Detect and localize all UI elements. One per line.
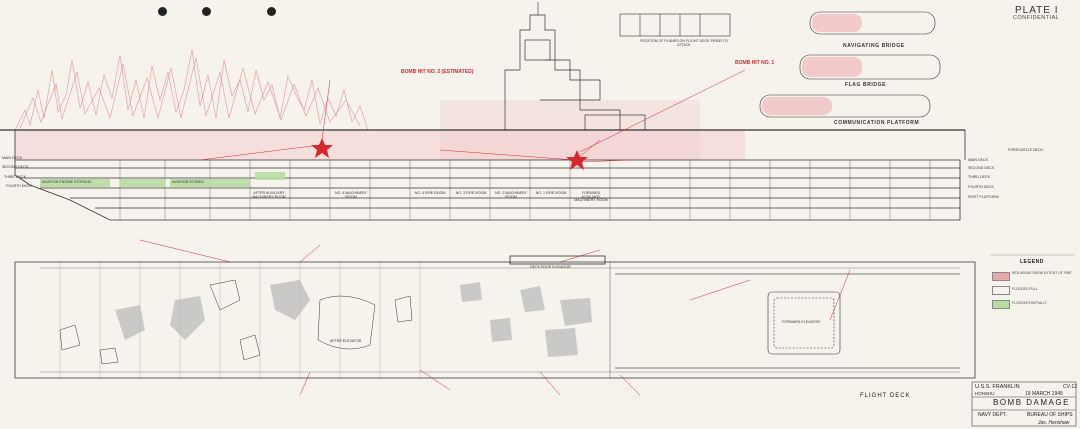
island-superstructure xyxy=(504,14,646,131)
compartment-label: NO. 4 MACHINERY ROOM xyxy=(335,191,367,199)
signature: Jas. Henshaw xyxy=(1038,420,1070,426)
title-block-frame xyxy=(971,381,1077,427)
drawing-title: BOMB DAMAGE xyxy=(993,398,1070,407)
binder-hole xyxy=(202,7,211,16)
deck-label-left: THIRD DECK xyxy=(4,175,26,179)
deck-label-left: MAIN DECK xyxy=(2,156,22,160)
navy-dept: NAVY DEPT. xyxy=(978,412,1007,418)
bureau-of-ships: BUREAU OF SHIPS xyxy=(1027,412,1073,418)
legend-label: FLOODED PARTIALLY xyxy=(1012,301,1048,305)
after-elevator-label: AFTER ELEVATOR xyxy=(330,339,362,343)
deck-edge-elevator-label: DECK EDGE ELEVATOR xyxy=(530,265,571,269)
ship-name: U.S.S. FRANKLIN xyxy=(975,384,1020,390)
compartment-label: FORWARD AUXILIARY MACHINERY ROOM xyxy=(574,191,608,203)
flag-bridge-label: FLAG BRIDGE xyxy=(845,82,887,88)
communication-platform-label: COMMUNICATION PLATFORM xyxy=(834,120,920,126)
bulkheads xyxy=(119,160,931,220)
bomb-hit-1-label: BOMB HIT NO. 1 xyxy=(735,60,775,66)
catapult-tracks xyxy=(615,273,960,369)
deck-seams xyxy=(59,262,421,378)
deck-label-left: SECOND DECK xyxy=(2,165,29,169)
hull-profile xyxy=(0,129,966,221)
fire-extent xyxy=(15,130,745,160)
legend-title: LEGEND xyxy=(1020,259,1044,265)
legend-label: RED AREAS SHOW EXTENT OF FIRE xyxy=(1012,271,1072,275)
deck-label-right: SECOND DECK xyxy=(968,166,995,170)
flight-deck-position-label: POSITION OF PLANES ON FLIGHT DECK PRIOR … xyxy=(640,39,728,47)
binder-holes xyxy=(150,7,280,19)
bomb-hit-2-marker xyxy=(311,138,333,158)
legend-swatch-fire xyxy=(992,272,1010,281)
legend-swatch-flooded-full xyxy=(992,286,1010,295)
binder-hole xyxy=(158,7,167,16)
flight-deck-label: FLIGHT DECK xyxy=(860,393,911,399)
flooded-partially-areas xyxy=(40,172,285,187)
forward-elevator-outline xyxy=(767,291,841,355)
date: 19 MARCH 1945 xyxy=(1025,391,1063,397)
legend-label: FLOODED FULL xyxy=(1012,287,1038,291)
flight-deck-plan xyxy=(14,255,976,379)
deck-label-right: FOURTH DECK xyxy=(968,185,994,189)
location: HONSHU xyxy=(975,391,995,396)
deck-label-right: MAIN DECK xyxy=(968,158,988,162)
plate-title: PLATE I xyxy=(1015,5,1059,16)
compartment-label: AVIATION STORES xyxy=(172,180,204,184)
compartment-label: NO. 3 FIRE ROOM xyxy=(455,191,487,195)
bomb-hit-1-marker xyxy=(566,150,588,170)
fire-plume xyxy=(14,49,369,131)
deck-label-left: FOURTH DECK xyxy=(6,184,32,188)
damage-leaders xyxy=(139,69,851,396)
bridge-plans xyxy=(619,11,941,118)
navigating-bridge-label: NAVIGATING BRIDGE xyxy=(843,43,905,49)
flight-deck-damage xyxy=(115,280,592,357)
compartment-label: NO. 1 FIRE ROOM xyxy=(535,191,567,195)
hull-number: CV-13 xyxy=(1063,384,1077,390)
legend-swatch-flooded-partially xyxy=(992,300,1010,309)
classification-label: CONFIDENTIAL xyxy=(1013,15,1060,21)
bridge-fire xyxy=(762,14,862,115)
forward-elevator-label: FORWARD ELEVATOR xyxy=(782,320,820,324)
compartment-label: AFTER AUXILIARY MACHINERY ROOM xyxy=(252,191,286,199)
deck-label-right: FORECASTLE DECK xyxy=(1008,148,1043,152)
flight-deck-debris xyxy=(59,279,413,365)
compartment-label: NO. 2 MACHINERY ROOM xyxy=(495,191,527,199)
bomb-hit-2-label: BOMB HIT NO. 2 (ESTIMATED) xyxy=(401,69,474,75)
binder-hole xyxy=(267,7,276,16)
compartment-label: AVIATION ENGINE STORAGE xyxy=(42,180,92,184)
compartment-label: NO. 4 FIRE ROOM xyxy=(414,191,446,195)
deck-label-right: THIRD DECK xyxy=(968,175,990,179)
deck-label-right: FIRST PLATFORM xyxy=(968,195,999,199)
